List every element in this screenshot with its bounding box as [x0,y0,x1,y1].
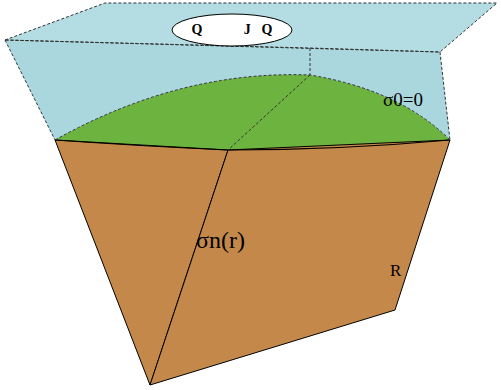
current-label: J⃗Q [244,23,273,37]
charge-label: Q [192,23,203,37]
ellipse-node: Q J⃗Q [171,13,293,47]
conductivity-label: σn(r) [196,228,245,252]
ellipse-outline [171,13,293,47]
conductivity-label: σ0=0 [383,90,423,109]
radius-label: R [390,262,401,279]
